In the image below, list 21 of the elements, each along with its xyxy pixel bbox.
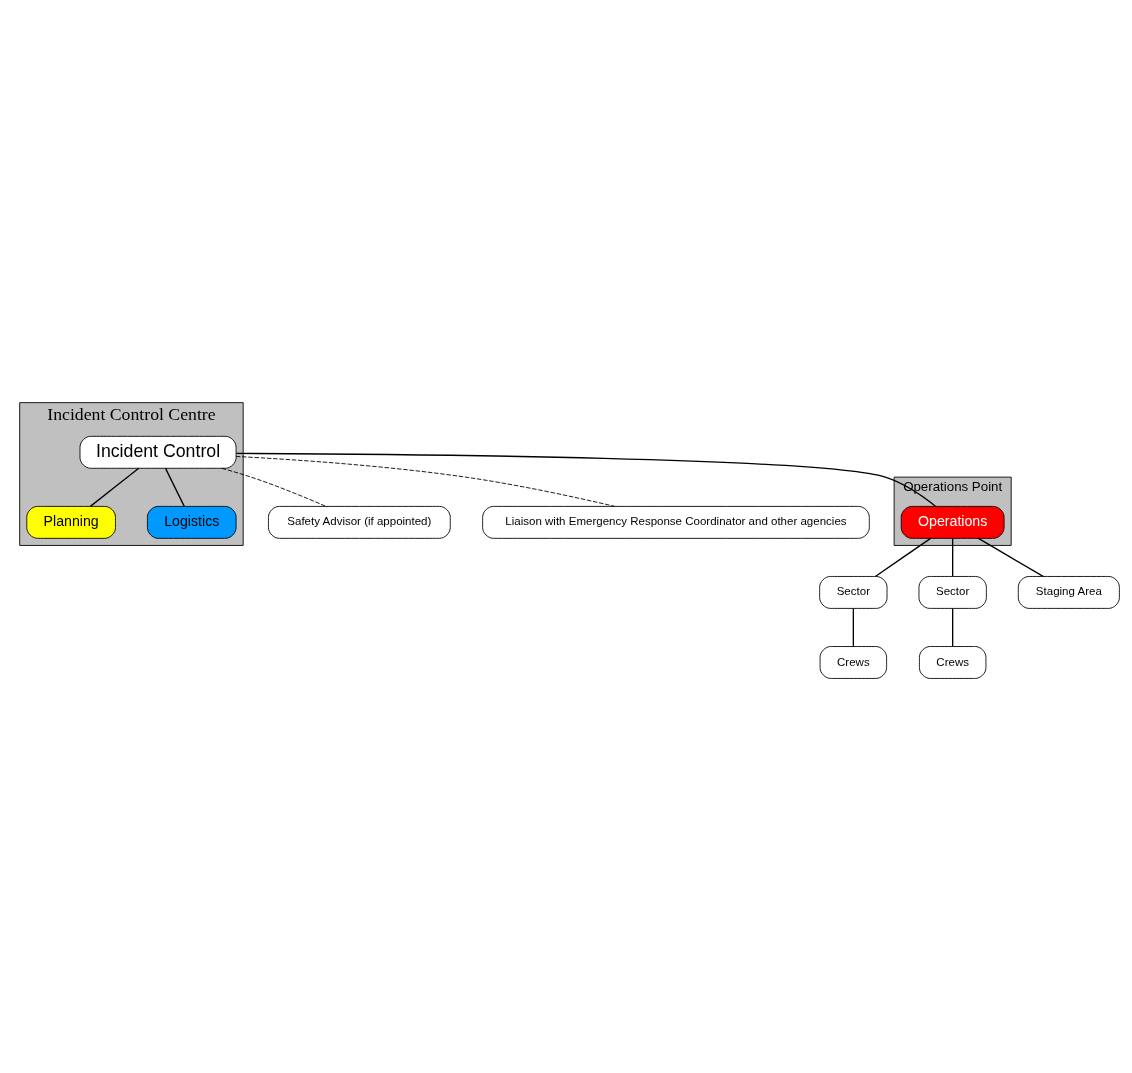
connector: [977, 537, 1044, 577]
connector: [952, 607, 954, 647]
node-box: Planning: [26, 505, 116, 539]
node-box: Sector: [918, 575, 987, 609]
node-box: Safety Advisor (if appointed): [268, 505, 451, 539]
connector: [235, 452, 937, 507]
node-box: Operations: [900, 505, 1005, 539]
connector: [235, 455, 616, 507]
node-box: Crews: [819, 645, 888, 679]
connector: [89, 467, 140, 507]
node-box: Staging Area: [1017, 575, 1120, 609]
connector: [952, 537, 954, 577]
connector: [874, 537, 932, 577]
node-box: Liaison with Emergency Response Coordinator and other agencies: [482, 505, 870, 539]
node-box: Sector: [819, 575, 888, 609]
connector: [221, 467, 327, 507]
connector: [852, 607, 854, 647]
node-box: Incident Control: [79, 435, 237, 469]
node-box: Crews: [918, 645, 987, 679]
connector: [164, 467, 185, 507]
node-box: Logistics: [146, 505, 237, 539]
